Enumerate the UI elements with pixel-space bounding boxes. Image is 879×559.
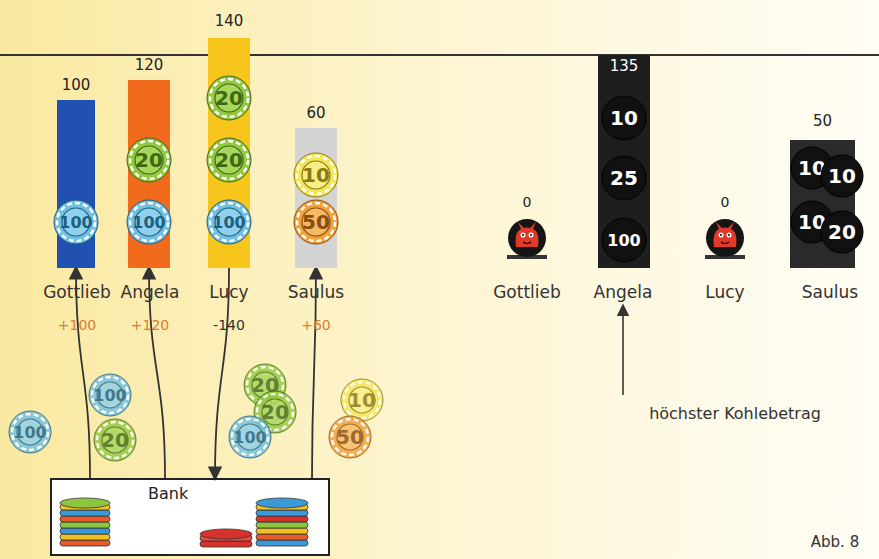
chip-value: 10 — [820, 154, 864, 198]
callout-note: höchster Kohlebetrag — [649, 404, 821, 423]
poker-chip: 10 — [820, 154, 864, 198]
chip-value: 100 — [8, 410, 52, 454]
amount-change: -140 — [213, 317, 245, 333]
poker-chip: 20 — [126, 137, 172, 183]
coal-amount: 0 — [523, 194, 532, 210]
poker-chip: 50 — [328, 415, 372, 459]
chip-stack — [256, 498, 308, 546]
coal-amount: 0 — [721, 194, 730, 210]
player-name: Angela — [594, 282, 653, 302]
chip-stack — [200, 529, 252, 547]
chip-value: 20 — [820, 210, 864, 254]
amount-number: 140 — [215, 12, 244, 30]
score-bar: 1402020100 — [208, 38, 250, 268]
player-name: Saulus — [802, 282, 858, 302]
poker-chip: 100 — [8, 410, 52, 454]
figure-caption: Abb. 8 — [811, 533, 859, 551]
money-arrow — [76, 268, 90, 478]
money-arrow — [312, 268, 316, 478]
poker-chip: 25 — [601, 155, 647, 201]
chip-value: 100 — [206, 199, 252, 245]
score-bar: 12020100 — [128, 80, 170, 268]
devil-figure — [507, 219, 547, 259]
score-bar: 601050 — [295, 128, 337, 268]
poker-chip: 100 — [228, 415, 272, 459]
poker-chip: 10 — [293, 152, 339, 198]
chip-value: 25 — [601, 155, 647, 201]
chip-value: 50 — [328, 415, 372, 459]
chip-value: 20 — [206, 75, 252, 121]
money-arrow — [149, 268, 165, 478]
player-name: Lucy — [705, 282, 744, 302]
score-bar: 135 10 25 100 — [598, 55, 650, 268]
amount-number: 50 — [813, 112, 832, 130]
score-bar: 5010101020 — [790, 140, 855, 268]
poker-chip: 50 — [293, 199, 339, 245]
money-arrow — [215, 268, 229, 478]
bank-box: Bank — [50, 478, 330, 556]
chip-value: 100 — [53, 199, 99, 245]
amount-number: 135 — [610, 57, 639, 75]
poker-chip: 100 — [53, 199, 99, 245]
devil-figure — [705, 219, 745, 259]
chip-value: 10 — [293, 152, 339, 198]
amount-number: 100 — [62, 76, 91, 94]
score-bar: 100100 — [57, 100, 95, 268]
chip-value: 100 — [88, 373, 132, 417]
chip-value: 10 — [601, 95, 647, 141]
top-line — [0, 54, 879, 56]
poker-chip: 20 — [820, 210, 864, 254]
poker-chip: 100 — [126, 199, 172, 245]
chip-value: 20 — [93, 418, 137, 462]
poker-chip: 10 — [601, 95, 647, 141]
chip-value: 20 — [206, 137, 252, 183]
bank-fill — [50, 478, 330, 556]
leader-arrow — [622, 306, 624, 395]
chip-value: 20 — [126, 137, 172, 183]
chip-value: 100 — [601, 217, 647, 263]
chip-value: 50 — [293, 199, 339, 245]
amount-number: 60 — [306, 104, 325, 122]
chip-value: 100 — [126, 199, 172, 245]
poker-chip: 100 — [88, 373, 132, 417]
chip-stack — [60, 498, 110, 546]
bank-label: Bank — [148, 484, 188, 503]
poker-chip: 20 — [206, 137, 252, 183]
player-name: Gottlieb — [493, 282, 561, 302]
poker-chip: 20 — [206, 75, 252, 121]
chip-value: 100 — [228, 415, 272, 459]
poker-chip: 20 — [93, 418, 137, 462]
amount-number: 120 — [135, 56, 164, 74]
chip-value: 10 — [340, 378, 384, 422]
poker-chip: 10 — [340, 378, 384, 422]
poker-chip: 100 — [601, 217, 647, 263]
poker-chip: 100 — [206, 199, 252, 245]
